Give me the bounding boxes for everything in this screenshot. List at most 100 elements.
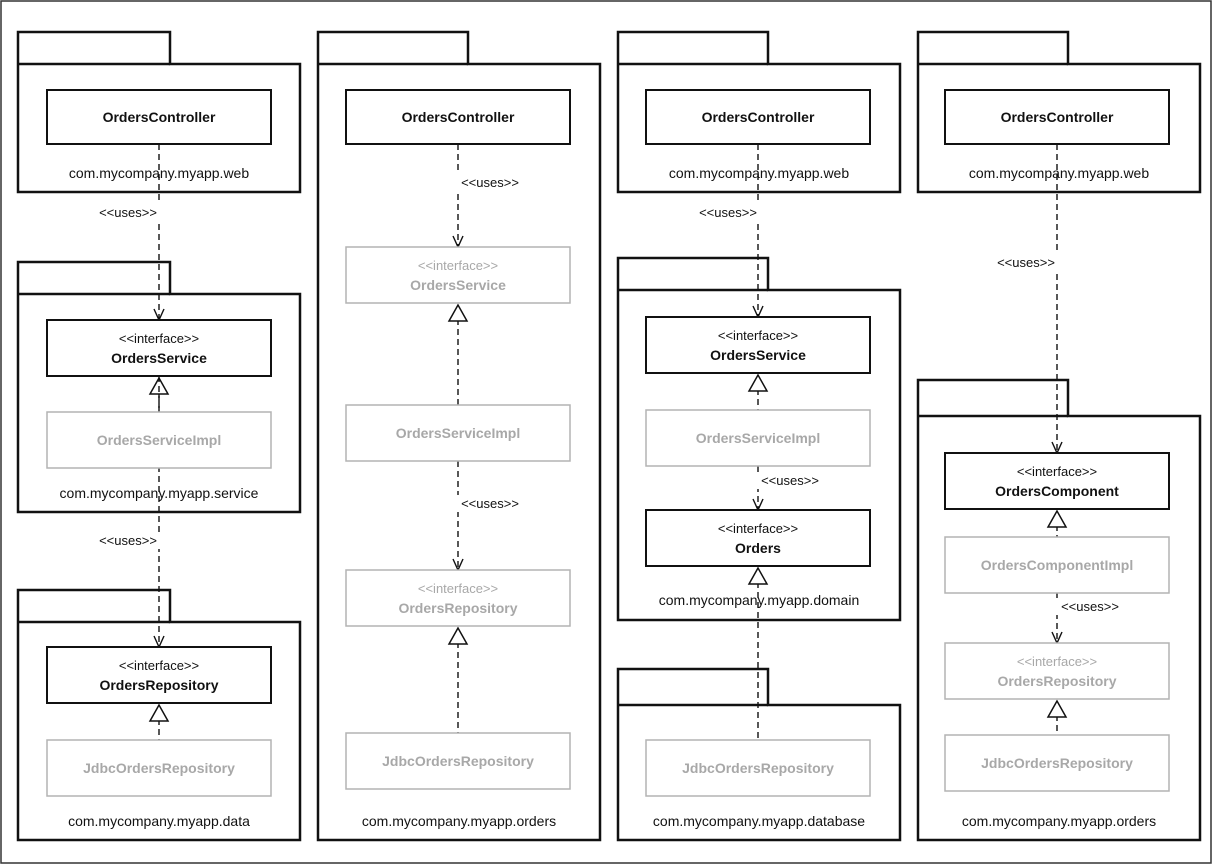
uses-dependency: <<uses>> bbox=[1051, 593, 1127, 645]
label-backdrop bbox=[91, 204, 165, 221]
package-label: com.mycompany.myapp.web bbox=[969, 165, 1149, 181]
realization bbox=[447, 303, 469, 405]
uses-dependency: <<uses>> bbox=[691, 144, 765, 319]
package-label: com.mycompany.myapp.web bbox=[669, 165, 849, 181]
class-frame bbox=[46, 319, 272, 377]
interface-box: <<interface>> OrdersService bbox=[645, 316, 871, 374]
class-frame bbox=[46, 411, 272, 469]
realization bbox=[1046, 509, 1068, 537]
interface-box: <<interface>> OrdersRepository bbox=[345, 569, 571, 627]
label-backdrop bbox=[453, 495, 527, 512]
hollow-triangle-icon bbox=[447, 626, 469, 645]
class-frame bbox=[46, 739, 272, 797]
class-frame bbox=[46, 89, 272, 145]
class-name: JdbcOrdersRepository bbox=[83, 760, 235, 776]
class-name: OrdersController bbox=[702, 109, 815, 125]
uses-label: <<uses>> bbox=[461, 496, 519, 511]
class-name: OrdersRepository bbox=[99, 677, 218, 693]
label-backdrop bbox=[1053, 598, 1127, 615]
class-box: OrdersServiceImpl bbox=[345, 404, 571, 462]
class-name: OrdersController bbox=[103, 109, 216, 125]
class-name: OrdersController bbox=[402, 109, 515, 125]
class-frame bbox=[645, 739, 871, 797]
stereotype-label: <<interface>> bbox=[1017, 464, 1097, 479]
class-box: OrdersServiceImpl bbox=[46, 411, 272, 469]
class-frame bbox=[944, 734, 1170, 792]
uses-label: <<uses>> bbox=[1061, 599, 1119, 614]
label-backdrop bbox=[691, 204, 765, 221]
class-frame bbox=[345, 569, 571, 627]
class-name: OrdersService bbox=[410, 277, 506, 293]
class-name: OrdersComponentImpl bbox=[981, 557, 1133, 573]
package-label: com.mycompany.myapp.orders bbox=[962, 813, 1156, 829]
package-label: com.mycompany.myapp.data bbox=[68, 813, 250, 829]
package-label: com.mycompany.myapp.orders bbox=[362, 813, 556, 829]
class-frame bbox=[645, 409, 871, 467]
class-frame bbox=[46, 646, 272, 704]
class-name: OrdersServiceImpl bbox=[396, 425, 521, 441]
label-backdrop bbox=[453, 174, 527, 191]
stereotype-label: <<interface>> bbox=[119, 331, 199, 346]
uses-label: <<uses>> bbox=[99, 205, 157, 220]
stereotype-label: <<interface>> bbox=[1017, 654, 1097, 669]
hollow-triangle-icon bbox=[1046, 509, 1068, 528]
interface-box: <<interface>> OrdersComponent bbox=[944, 452, 1170, 510]
uses-label: <<uses>> bbox=[997, 255, 1055, 270]
class-box: JdbcOrdersRepository bbox=[46, 739, 272, 797]
interface-box: <<interface>> OrdersService bbox=[46, 319, 272, 377]
class-name: JdbcOrdersRepository bbox=[981, 755, 1133, 771]
class-name: OrdersService bbox=[710, 347, 806, 363]
stereotype-label: <<interface>> bbox=[718, 521, 798, 536]
class-frame bbox=[645, 509, 871, 567]
realization bbox=[148, 703, 170, 740]
class-frame bbox=[944, 89, 1170, 145]
class-frame bbox=[345, 404, 571, 462]
class-name: JdbcOrdersRepository bbox=[382, 753, 534, 769]
class-box: JdbcOrdersRepository bbox=[645, 739, 871, 797]
class-name: OrdersRepository bbox=[398, 600, 517, 616]
uses-dependency: <<uses>> bbox=[91, 144, 165, 322]
uses-dependency: <<uses>> bbox=[989, 144, 1063, 455]
class-box: JdbcOrdersRepository bbox=[944, 734, 1170, 792]
class-box: OrdersServiceImpl bbox=[645, 409, 871, 467]
label-backdrop bbox=[91, 532, 165, 549]
class-frame bbox=[645, 316, 871, 374]
class-frame bbox=[345, 246, 571, 304]
package-label: com.mycompany.myapp.database bbox=[653, 813, 865, 829]
stereotype-label: <<interface>> bbox=[418, 258, 498, 273]
class-box: OrdersController bbox=[46, 89, 272, 145]
realization bbox=[1046, 699, 1068, 735]
class-name: OrdersComponent bbox=[995, 483, 1119, 499]
class-name: OrdersRepository bbox=[997, 673, 1116, 689]
hollow-triangle-icon bbox=[747, 373, 769, 392]
uses-label: <<uses>> bbox=[99, 533, 157, 548]
stereotype-label: <<interface>> bbox=[418, 581, 498, 596]
uses-label: <<uses>> bbox=[699, 205, 757, 220]
class-name: JdbcOrdersRepository bbox=[682, 760, 834, 776]
realization bbox=[447, 626, 469, 733]
package-label: com.mycompany.myapp.web bbox=[69, 165, 249, 181]
label-backdrop bbox=[753, 472, 827, 489]
class-name: OrdersServiceImpl bbox=[97, 432, 222, 448]
class-frame bbox=[944, 452, 1170, 510]
interface-box: <<interface>>OrdersRepository bbox=[46, 646, 272, 704]
uses-dependency: <<uses>> bbox=[752, 466, 827, 512]
stereotype-label: <<interface>> bbox=[718, 328, 798, 343]
hollow-triangle-icon bbox=[447, 303, 469, 322]
class-frame bbox=[944, 536, 1170, 594]
uses-label: <<uses>> bbox=[761, 473, 819, 488]
class-name: OrdersController bbox=[1001, 109, 1114, 125]
class-box: JdbcOrdersRepository bbox=[345, 732, 571, 790]
hollow-triangle-icon bbox=[1046, 699, 1068, 718]
class-box: OrdersController bbox=[345, 89, 571, 145]
class-name: OrdersService bbox=[111, 350, 207, 366]
class-name: Orders bbox=[735, 540, 781, 556]
hollow-triangle-icon bbox=[747, 566, 769, 585]
realization bbox=[747, 373, 769, 410]
class-frame bbox=[944, 642, 1170, 700]
realization bbox=[747, 566, 769, 740]
package-label: com.mycompany.myapp.service bbox=[60, 485, 259, 501]
hollow-triangle-icon bbox=[148, 703, 170, 722]
uses-label: <<uses>> bbox=[461, 175, 519, 190]
